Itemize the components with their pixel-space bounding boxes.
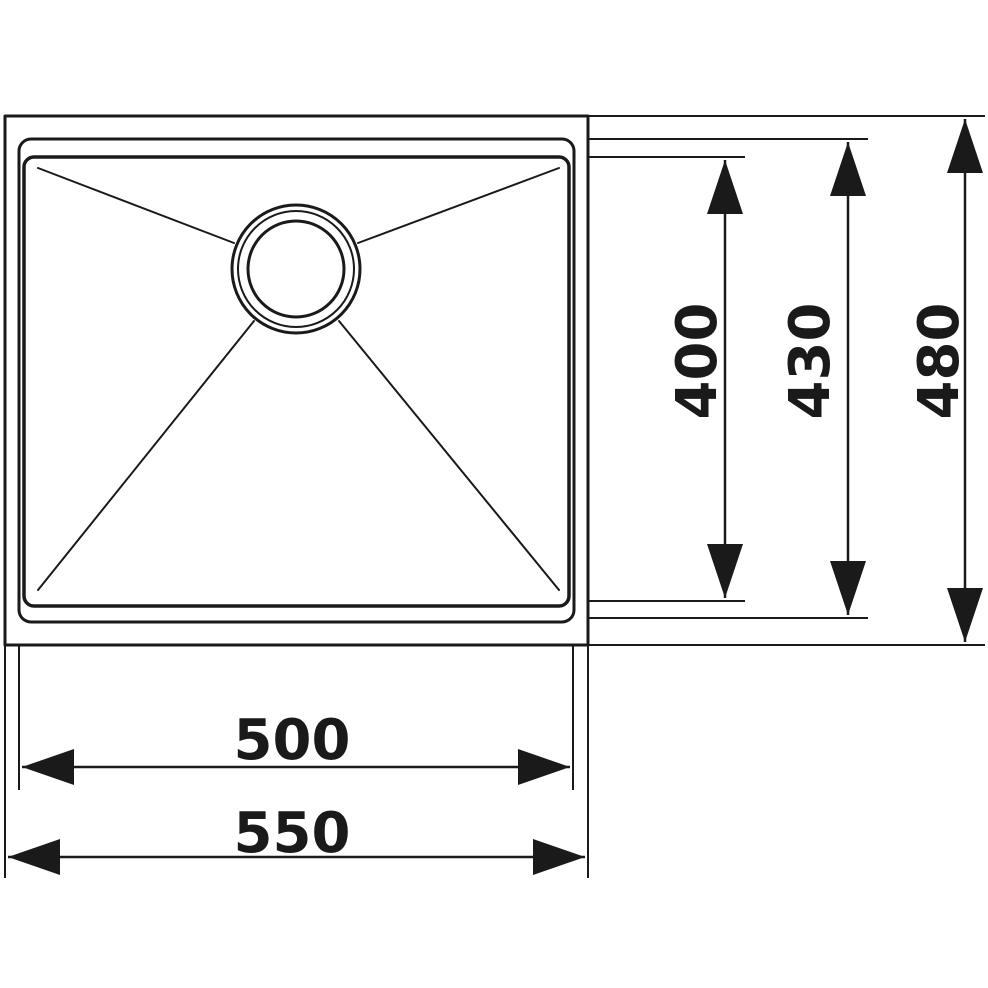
sink-outer-frame [3, 114, 590, 647]
arrowhead-outer-width-left [8, 839, 60, 875]
sink-bowl [22, 155, 571, 608]
drain-inner-ring [246, 219, 346, 319]
dim-label-inner-width: 500 [234, 708, 351, 773]
dim-label-bowl-depth: 400 [665, 303, 730, 420]
arrowhead-inner-depth-top [830, 142, 866, 196]
sink-drawing [3, 114, 590, 647]
fold-line-bottom-left [37, 320, 255, 591]
arrowheads [8, 119, 983, 875]
fold-line-bottom-right [338, 320, 560, 591]
fold-line-top-right [357, 167, 560, 244]
dim-label-inner-depth: 430 [778, 303, 843, 420]
arrowhead-bowl-depth-top [707, 160, 743, 214]
arrowhead-bowl-depth-bottom [707, 544, 743, 598]
drain-middle-ring [237, 210, 355, 328]
sink-rim [17, 137, 576, 624]
arrowhead-inner-width-right [518, 749, 570, 785]
arrowhead-outer-depth-top [947, 119, 983, 173]
dim-label-outer-width: 550 [234, 801, 351, 866]
arrowhead-inner-depth-bottom [830, 561, 866, 615]
dim-label-outer-depth: 480 [907, 303, 972, 420]
arrowhead-outer-width-right [533, 839, 585, 875]
arrowhead-inner-width-left [22, 749, 74, 785]
extension-lines [4, 115, 985, 878]
dimension-lines [8, 119, 967, 859]
fold-line-top-left [37, 167, 235, 244]
arrowhead-outer-depth-bottom [947, 588, 983, 642]
drain-outer-ring [230, 203, 362, 335]
